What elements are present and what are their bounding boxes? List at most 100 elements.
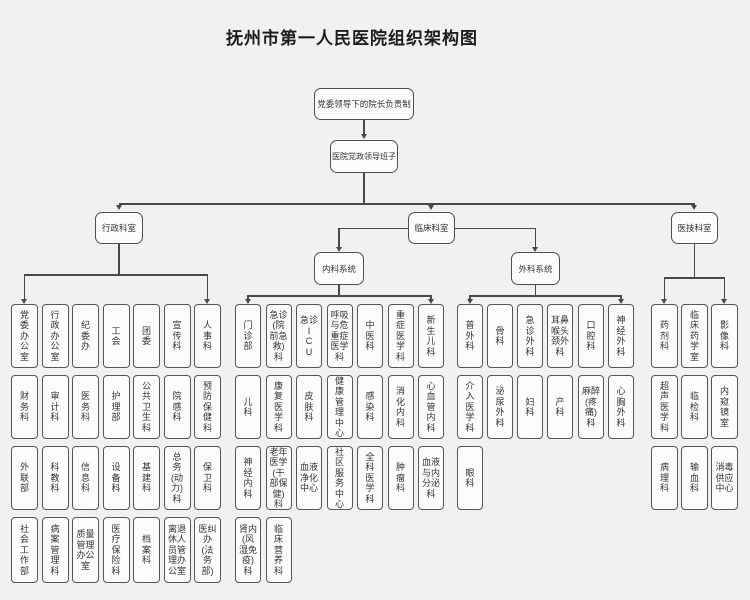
arrowhead [428,205,434,210]
arrowhead [661,298,667,304]
org-box: 介 入 医 学 科 [457,375,483,439]
org-box: 信 息 科 [72,446,99,510]
org-box: 审 计 科 [41,375,69,439]
org-box: 中 医 科 [357,304,383,368]
org-box: 临 床 药 学 室 [681,304,708,368]
org-box: 心 胸 外 科 [608,375,634,439]
org-box: 口 腔 科 [578,304,604,368]
org-box: 药 剂 科 [651,304,678,368]
org-box: 纪 委 办 [72,304,99,368]
connector-line [339,227,408,229]
internal-column-2: 急诊 (院 前急 救) 科 康 复 医 学 科 老年 医学 (干 部保 健) 科… [265,304,292,583]
connector-line [363,173,365,204]
org-box: 心 血 管 内 科 [418,375,444,439]
node-clinical-dept: 临床科室 [408,212,455,244]
org-box: 麻醉 (疼 痛) 科 [578,375,604,439]
org-box: 全 科 医 学 科 [357,446,383,510]
arrowhead [115,205,122,210]
connector-line [248,295,431,297]
arrowhead [532,246,538,252]
admin-column-1: 党 委 办 公 室 财 务 科 外 联 部 社 会 工 作 部 [11,304,38,583]
connector-line [118,244,120,275]
org-box: 产 科 [547,375,573,439]
org-box: 宣 传 科 [163,304,191,368]
node-medtech-dept: 医技科室 [671,212,718,244]
internal-column-7: 新 生 儿 科 心 血 管 内 科 血液 与内 分泌 科 [418,304,444,510]
org-box: 普 外 科 [457,304,483,368]
org-box: 质量 管理 办公 室 [72,517,99,583]
connector-line [247,295,249,299]
arrowhead [427,298,434,304]
connector-line [23,274,26,299]
org-box: 骨 科 [487,304,513,368]
org-box: 医 疗 保 险 科 [102,517,130,583]
org-box: 消毒 供应 中心 [711,446,738,510]
org-box: 离退 休人 员管 理办 公室 [163,517,191,583]
admin-column-6: 宣 传 科 院 感 科 总 务 (动 力) 科 离退 休人 员管 理办 公室 [163,304,191,583]
org-box: 神 经 外 科 [608,304,634,368]
org-box: 总 务 (动 力) 科 [163,446,191,510]
org-box: 健 康 管 理 中 心 [326,375,353,439]
org-box: 临 检 科 [681,375,708,439]
org-box: 外 联 部 [11,446,38,510]
admin-column-2: 行 政 办 公 室 审 计 科 科 教 科 病 案 管 理 科 [41,304,69,583]
connector-line [455,227,536,229]
connector-line [723,277,726,299]
connector-line [338,285,340,296]
org-box: 社 区 服 务 中 心 [326,446,353,510]
node-surgical-subsystem: 外科系统 [511,252,560,285]
connector-line [620,295,622,299]
connector-line [24,274,208,276]
arrowhead [244,298,251,304]
org-box: 党 委 办 公 室 [11,304,38,368]
internal-column-6: 重 症 医 学 科 消 化 内 科 肿 瘤 科 [387,304,414,510]
arrowhead [691,205,697,210]
internal-column-5: 中 医 科 感 染 科 全 科 医 学 科 [357,304,383,510]
org-box: 肾内 (风 湿免 疫) 科 [235,517,261,583]
org-box: 档 案 科 [133,517,160,583]
surgical-column-4: 耳鼻 喉头 颈外 科 产 科 [547,304,573,439]
connector-line [693,244,696,278]
org-box: 急 诊 外 科 [517,304,543,368]
org-box: 血液 净化 中心 [296,446,322,510]
org-box: 皮 肤 科 [296,375,322,439]
org-box: 感 染 科 [357,375,383,439]
org-box: 急诊 (院 前急 救) 科 [265,304,292,368]
org-box: 妇 科 [517,375,543,439]
org-box: 医纠 办 (法 务 部) [194,517,221,583]
connector-line [338,227,340,247]
connector-line [119,203,695,205]
org-box: 血液 与内 分泌 科 [418,446,444,510]
surgical-column-2: 骨 科 泌 尿 外 科 [487,304,513,439]
org-box: 儿 科 [235,375,261,439]
arrowhead [617,298,624,304]
org-box: 设 备 科 [102,446,130,510]
org-box: 康 复 医 学 科 [265,375,292,439]
connector-line [534,285,537,296]
org-box: 眼 科 [457,446,483,510]
internal-column-4: 呼吸 与危 重症 医学 科 健 康 管 理 中 心 社 区 服 务 中 心 [326,304,353,510]
arrowhead [335,246,342,252]
org-box: 基 建 科 [133,446,160,510]
admin-column-3: 纪 委 办 医 务 科 信 息 科 质量 管理 办公 室 [72,304,99,583]
connector-line [664,277,725,279]
org-box: 神 经 内 科 [235,446,261,510]
internal-column-3: 急诊 I C U 皮 肤 科 血液 净化 中心 [296,304,322,510]
arrowhead [21,298,27,304]
org-box: 呼吸 与危 重症 医学 科 [326,304,353,368]
org-box: 公 共 卫 生 科 [133,375,160,439]
org-box: 消 化 内 科 [387,375,414,439]
org-box: 老年 医学 (干 部保 健) 科 [265,446,292,510]
medtech-column-2: 临 床 药 学 室 临 检 科 输 血 科 [681,304,708,510]
arrowhead [721,298,727,304]
org-box: 内 窥 镜 室 [711,375,738,439]
node-admin-dept: 行政科室 [95,212,143,244]
admin-column-4: 工 会 护 理 部 设 备 科 医 疗 保 险 科 [102,304,130,583]
org-box: 预 防 保 健 科 [194,375,221,439]
org-box: 耳鼻 喉头 颈外 科 [547,304,573,368]
surgical-column-1: 普 外 科 介 入 医 学 科 眼 科 [457,304,483,510]
org-box: 临 床 营 养 科 [265,517,292,583]
org-box: 工 会 [102,304,130,368]
arrowhead [204,298,210,304]
